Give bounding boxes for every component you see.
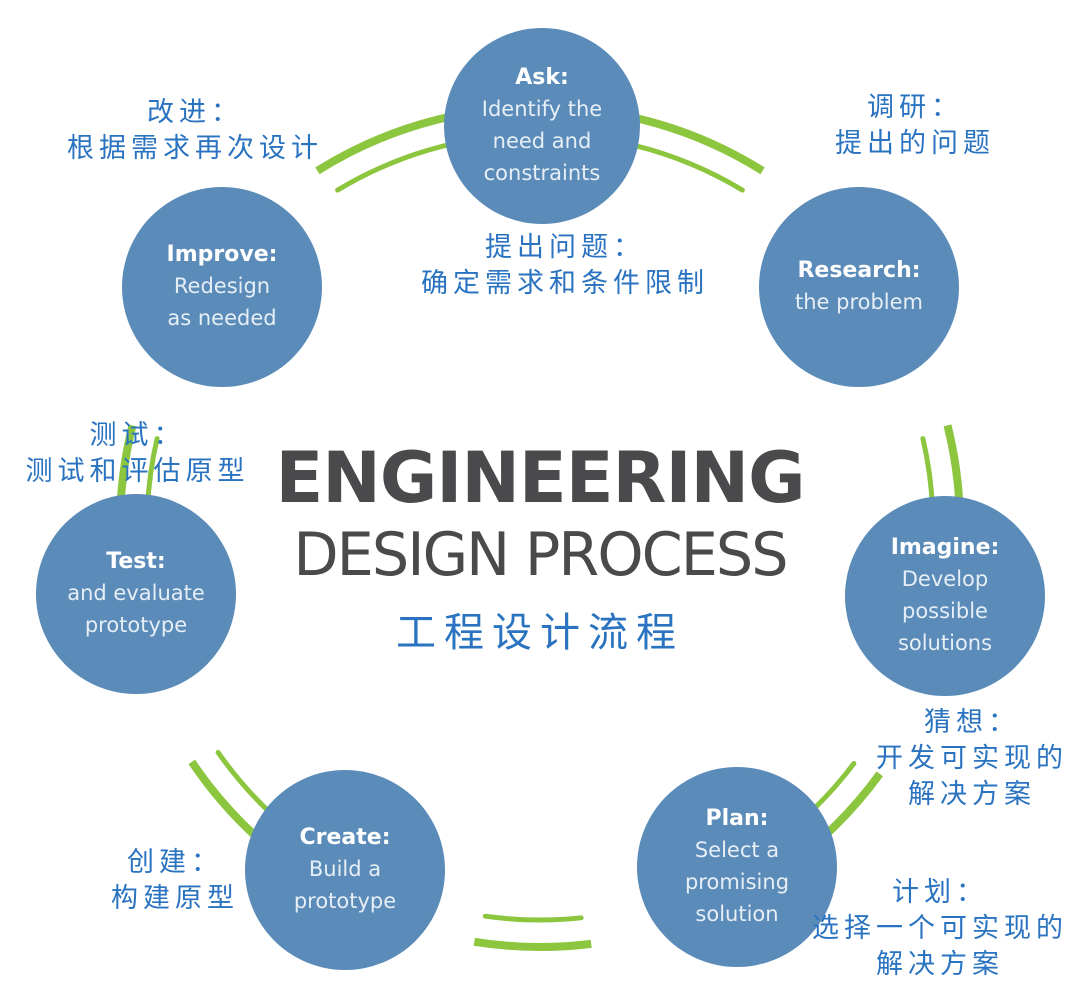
note-line: 创建： <box>127 847 223 878</box>
step-desc-line: Identify the <box>481 97 603 121</box>
step-title: Plan: <box>705 806 769 831</box>
note-line: 开发可实现的 <box>876 743 1068 774</box>
title-chinese: 工程设计流程 <box>396 610 684 656</box>
step-improve: Improve: Redesign as needed <box>122 187 322 387</box>
step-desc-line: constraints <box>483 161 601 185</box>
step-imagine: Imagine: Develop possible solutions <box>845 496 1045 696</box>
note-ask: 提出问题： 确定需求和条件限制 <box>395 230 735 302</box>
step-desc-line: solutions <box>897 631 993 655</box>
note-line: 构建原型 <box>111 883 239 914</box>
title-engineering: ENGINEERING <box>275 437 805 519</box>
note-imagine: 猜想： 开发可实现的 解决方案 <box>862 705 1080 813</box>
step-title: Improve: <box>166 242 278 267</box>
step-title: Create: <box>299 825 391 850</box>
step-desc-line: Redesign <box>173 274 271 298</box>
step-desc-line: Develop <box>901 567 989 591</box>
note-line: 测试和评估原型 <box>25 456 250 487</box>
step-desc-line: possible <box>902 599 988 623</box>
note-line: 根据需求再次设计 <box>67 133 323 164</box>
arc-plan-create-inner <box>482 913 584 923</box>
step-desc-line: Build a <box>308 857 382 881</box>
step-desc-line: the problem <box>794 290 924 314</box>
step-create: Create: Build a prototype <box>245 770 445 970</box>
step-title: Imagine: <box>890 535 1000 560</box>
step-desc-line: promising <box>684 870 790 894</box>
note-line: 调研： <box>867 92 963 123</box>
note-improve: 改进： 根据需求再次设计 <box>40 95 350 167</box>
step-desc-line: Select a <box>694 838 780 862</box>
note-line: 猜想： <box>924 707 1020 738</box>
step-desc-line: and evaluate <box>67 581 205 605</box>
step-title: Test: <box>106 549 166 574</box>
step-title: Research: <box>797 258 921 283</box>
step-plan: Plan: Select a promising solution <box>637 767 837 967</box>
step-desc-line: as needed <box>167 306 277 330</box>
note-line: 计划： <box>892 877 988 908</box>
title-design-process: DESIGN PROCESS <box>293 520 788 590</box>
note-line: 解决方案 <box>876 949 1004 980</box>
step-title: Ask: <box>515 65 569 90</box>
step-desc-line: prototype <box>293 889 397 913</box>
step-research: Research: the problem <box>759 187 959 387</box>
note-line: 选择一个可实现的 <box>812 913 1068 944</box>
note-line: 解决方案 <box>908 779 1036 810</box>
step-desc-line: prototype <box>84 613 188 637</box>
note-line: 改进： <box>147 97 243 128</box>
note-create: 创建： 构建原型 <box>95 845 255 917</box>
step-ask: Ask: Identify the need and constraints <box>444 28 640 224</box>
step-desc-line: need and <box>492 129 592 153</box>
note-line: 确定需求和条件限制 <box>421 268 709 299</box>
step-test: Test: and evaluate prototype <box>36 494 236 694</box>
arc-plan-create-outer <box>473 937 592 952</box>
note-research: 调研： 提出的问题 <box>815 90 1015 162</box>
note-test: 测试： 测试和评估原型 <box>5 418 270 490</box>
note-line: 提出问题： <box>485 232 645 263</box>
step-desc-line: solution <box>695 902 779 926</box>
note-line: 提出的问题 <box>835 128 995 159</box>
note-plan: 计划： 选择一个可实现的 解决方案 <box>795 875 1080 983</box>
note-line: 测试： <box>89 420 186 451</box>
